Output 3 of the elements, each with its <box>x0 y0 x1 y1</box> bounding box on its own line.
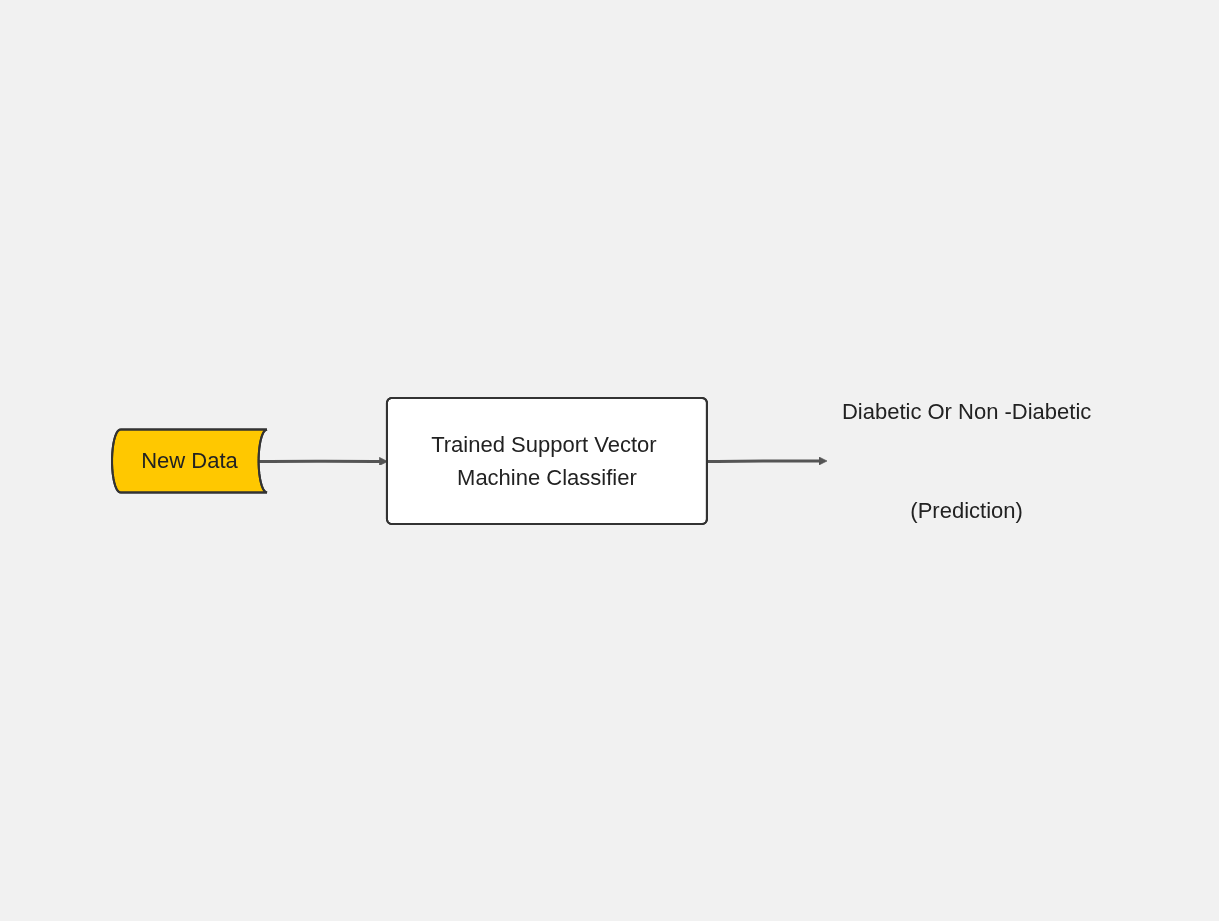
node-text: Diabetic Or Non -Diabetic <box>842 398 1092 424</box>
arrow <box>707 456 828 465</box>
node-label: (Prediction) <box>910 497 1024 523</box>
